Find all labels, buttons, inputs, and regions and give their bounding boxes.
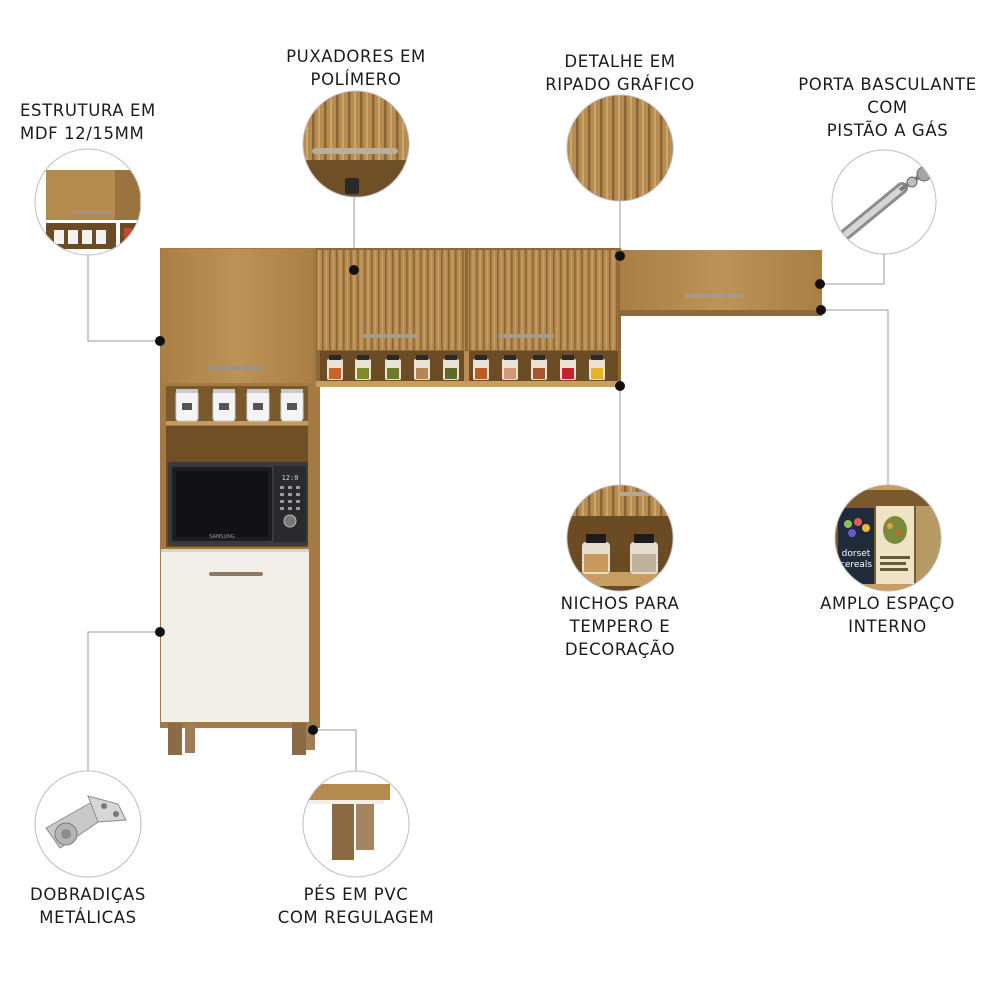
- label-puxadores-line-1: PUXADORES EM: [286, 47, 426, 66]
- label-dobradicas: DOBRADIÇAS METÁLICAS: [10, 883, 166, 929]
- microwave-dial: [283, 514, 297, 528]
- pvc-foot-closeup-icon: [302, 770, 410, 878]
- spice-jars: [327, 355, 605, 380]
- label-nichos-line-2: TEMPERO E: [569, 617, 671, 636]
- label-estrutura-line-1: ESTRUTURA EM: [20, 101, 156, 120]
- label-basculante-line-1: PORTA BASCULANTE: [798, 75, 977, 94]
- gas-piston-icon: [831, 149, 937, 255]
- flip-up-door-handle: [685, 294, 743, 298]
- leader-lines: [87, 197, 889, 771]
- microwave: 12:0 SAMSUNG: [166, 461, 308, 547]
- upper-door: [161, 249, 313, 383]
- label-estrutura: ESTRUTURA EM MDF 12/15MM: [20, 99, 156, 145]
- cereal-box-text-2: cereals: [840, 560, 873, 570]
- label-pes-line-2: COM REGULAGEM: [277, 908, 435, 927]
- callout-dots: [155, 251, 826, 735]
- label-basculante-line-3: PISTÃO A GÁS: [826, 121, 949, 140]
- lower-door-handle: [209, 572, 263, 576]
- label-espaco-line-1: AMPLO ESPAÇO: [820, 594, 955, 613]
- metal-hinge-icon: [34, 770, 142, 878]
- slatted-panel-closeup-icon: [566, 94, 674, 202]
- label-basculante: PORTA BASCULANTE COM PISTÃO A GÁS: [780, 73, 995, 142]
- upper-door-handle: [208, 366, 264, 370]
- label-dobradicas-line-1: DOBRADIÇAS: [30, 885, 146, 904]
- label-puxadores-line-2: POLÍMERO: [310, 70, 402, 89]
- slatted-door-right: [468, 250, 618, 350]
- label-espaco: AMPLO ESPAÇO INTERNO: [795, 592, 980, 638]
- label-dobradicas-line-2: METÁLICAS: [39, 908, 137, 927]
- polymer-handle-closeup-icon: [302, 90, 410, 198]
- kitchen-cabinet-set: 12:0 SAMSUNG: [160, 248, 822, 755]
- label-basculante-line-2: COM: [867, 98, 908, 117]
- label-espaco-line-2: INTERNO: [848, 617, 927, 636]
- microwave-brand: SAMSUNG: [209, 534, 235, 540]
- microwave-display: 12:0: [282, 474, 299, 482]
- label-puxadores: PUXADORES EM POLÍMERO: [266, 45, 446, 91]
- lower-white-door: [161, 549, 309, 722]
- spice-niche-closeup-icon: [566, 484, 674, 592]
- mdf-structure-closeup-icon: [34, 148, 142, 256]
- slatted-door-left: [317, 250, 465, 350]
- flip-up-door: [620, 250, 822, 314]
- label-ripado-line-1: DETALHE EM: [564, 52, 676, 71]
- canisters: [175, 389, 304, 422]
- label-nichos-line-1: NICHOS PARA: [560, 594, 680, 613]
- upper-cabinets: [316, 248, 822, 387]
- label-nichos: NICHOS PARA TEMPERO E DECORAÇÃO: [530, 592, 710, 661]
- label-nichos-line-3: DECORAÇÃO: [564, 640, 676, 659]
- label-pes: PÉS EM PVC COM REGULAGEM: [256, 883, 456, 929]
- cereal-box-text-1: dorset: [842, 549, 871, 559]
- cereal-boxes-closeup-icon: dorset cereals: [834, 484, 942, 592]
- label-ripado-line-2: RIPADO GRÁFICO: [545, 75, 695, 94]
- label-estrutura-line-2: MDF 12/15MM: [20, 124, 145, 143]
- label-ripado: DETALHE EM RIPADO GRÁFICO: [520, 50, 720, 96]
- tall-cabinet: 12:0 SAMSUNG: [160, 248, 320, 755]
- cabinet-feet: [168, 723, 315, 755]
- label-pes-line-1: PÉS EM PVC: [303, 885, 409, 904]
